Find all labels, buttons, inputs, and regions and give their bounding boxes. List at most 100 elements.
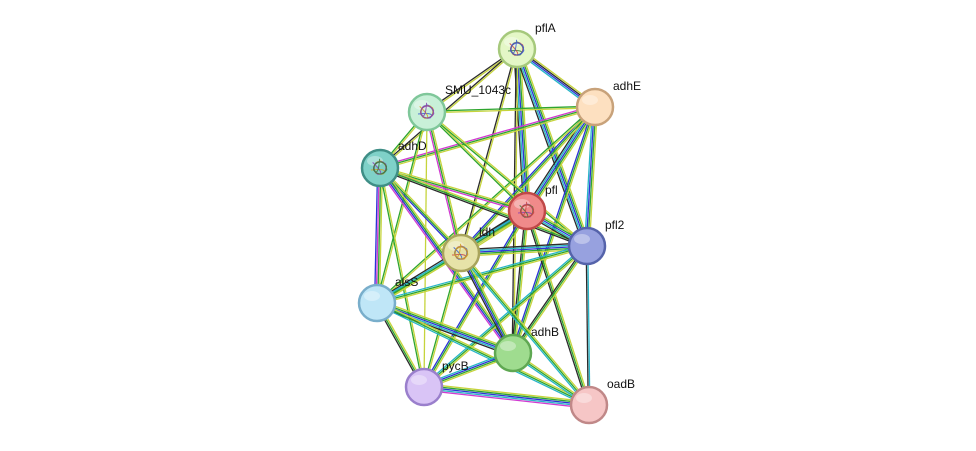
node-ldh[interactable]: ldh — [441, 225, 495, 273]
edge-strand-black — [379, 47, 517, 168]
edge-SMU_1043c-pfl2[interactable] — [426, 110, 588, 248]
edge-strand-magenta — [424, 112, 461, 254]
node-pfl[interactable]: pfl — [507, 183, 558, 231]
node-adhD[interactable]: adhD — [360, 139, 427, 188]
node-circle[interactable] — [360, 148, 400, 188]
edge-strand-cyan — [376, 303, 513, 356]
node-label: adhD — [398, 139, 427, 153]
edge-strand-yellow — [588, 107, 599, 247]
protein-structure-icon — [507, 39, 525, 56]
node-circle[interactable] — [493, 333, 533, 373]
protein-structure-icon — [370, 158, 388, 175]
node-label: pflA — [535, 21, 556, 35]
edge-strand-green — [426, 105, 595, 112]
node-circle[interactable] — [567, 226, 607, 266]
edge-strand-green — [426, 112, 587, 248]
edge-strand-yellow — [380, 166, 463, 253]
edge-ldh-pycB[interactable] — [422, 252, 463, 388]
edge-strand-blue — [376, 302, 514, 354]
node-highlight — [500, 341, 516, 351]
edge-strand-green — [424, 384, 590, 405]
node-circle[interactable] — [404, 367, 444, 407]
edge-strand-black — [585, 246, 589, 406]
edge-pflA-adhD[interactable] — [379, 47, 518, 170]
edge-pfl2-oadB[interactable] — [585, 245, 591, 406]
node-oadB[interactable]: oadB — [569, 377, 635, 425]
edge-strand-black — [375, 305, 513, 357]
protein-structure-icon — [451, 243, 469, 260]
edge-strand-yellow — [513, 246, 589, 355]
edge-strand-yellow — [424, 253, 463, 388]
edge-strand-green — [461, 246, 588, 256]
edge-SMU_1043c-alsS[interactable] — [375, 111, 429, 304]
node-alsS[interactable]: alsS — [357, 275, 418, 323]
edge-strand-yellow — [380, 165, 588, 246]
node-adhE[interactable]: adhE — [575, 79, 641, 127]
node-label: adhB — [531, 325, 559, 339]
node-circle[interactable] — [441, 233, 481, 273]
edge-pfl2-pycB[interactable] — [422, 244, 589, 389]
node-adhB[interactable]: adhB — [493, 325, 559, 373]
node-circle[interactable] — [497, 29, 537, 69]
edge-adhE-ldh[interactable] — [459, 105, 597, 255]
edge-strand-yellow — [377, 107, 596, 305]
protein-structure-icon — [417, 102, 435, 119]
edge-adhD-alsS[interactable] — [373, 167, 384, 304]
edge-strand-cyan — [587, 245, 591, 405]
edge-adhD-pfl2[interactable] — [379, 165, 588, 249]
edge-alsS-adhB[interactable] — [375, 299, 515, 357]
node-circle[interactable] — [569, 385, 609, 425]
edge-strand-yellow — [519, 48, 531, 211]
edge-strand-green — [512, 210, 528, 354]
edge-strand-yellow — [461, 251, 591, 405]
edge-pfl-adhB[interactable] — [510, 210, 530, 354]
edge-strand-blue — [459, 105, 595, 253]
node-label: SMU_1043c — [445, 83, 511, 97]
edge-strand-yellow — [423, 111, 428, 388]
node-circle[interactable] — [357, 283, 397, 323]
edge-strand-yellow — [519, 47, 591, 246]
edge-strand-black — [510, 210, 527, 353]
node-pflA[interactable]: pflA — [497, 21, 556, 69]
node-label: pycB — [442, 359, 469, 373]
edge-adhE-pfl2[interactable] — [583, 106, 599, 247]
node-SMU_1043c[interactable]: SMU_1043c — [407, 83, 511, 132]
node-label: ldh — [479, 225, 495, 239]
node-circle[interactable] — [575, 87, 615, 127]
edge-strand-green — [587, 107, 597, 247]
edge-adhD-pycB[interactable] — [378, 167, 426, 388]
edge-strand-green — [426, 111, 462, 254]
edge-strand-green — [377, 168, 382, 304]
node-circle[interactable] — [507, 191, 547, 231]
edge-pycB-oadB[interactable] — [423, 383, 590, 409]
node-highlight — [582, 95, 598, 105]
edge-strand-green — [460, 252, 590, 406]
edge-adhE-alsS[interactable] — [376, 105, 596, 305]
edge-adhE-SMU_1043c[interactable] — [426, 105, 596, 114]
edge-SMU_1043c-ldh[interactable] — [424, 111, 464, 254]
node-circle[interactable] — [407, 92, 447, 132]
edge-strand-cyan — [422, 244, 587, 387]
edge-strand-yellow — [377, 299, 515, 351]
edge-pfl-oadB[interactable] — [524, 210, 592, 406]
edge-strand-magenta — [375, 167, 380, 303]
node-label: oadB — [607, 377, 635, 391]
edge-strand-blue — [585, 106, 595, 246]
edge-ldh-oadB[interactable] — [459, 251, 591, 407]
edge-pfl2-adhB[interactable] — [511, 244, 589, 355]
edge-SMU_1043c-pycB[interactable] — [423, 111, 428, 388]
node-highlight — [411, 375, 427, 385]
edge-strand-yellow — [380, 107, 596, 171]
edge-strand-cyan — [460, 243, 587, 253]
edge-strand-green — [517, 48, 590, 246]
node-pfl2[interactable]: pfl2 — [567, 218, 625, 266]
edge-strand-green — [422, 252, 461, 387]
edge-strand-blue — [460, 245, 588, 254]
edge-strand-green — [425, 112, 527, 213]
edge-pfl-pycB[interactable] — [422, 209, 529, 389]
edge-strand-black — [524, 211, 589, 406]
edge-alsS-oadB[interactable] — [376, 300, 590, 408]
node-pycB[interactable]: pycB — [404, 359, 469, 407]
edge-strand-green — [527, 107, 597, 213]
